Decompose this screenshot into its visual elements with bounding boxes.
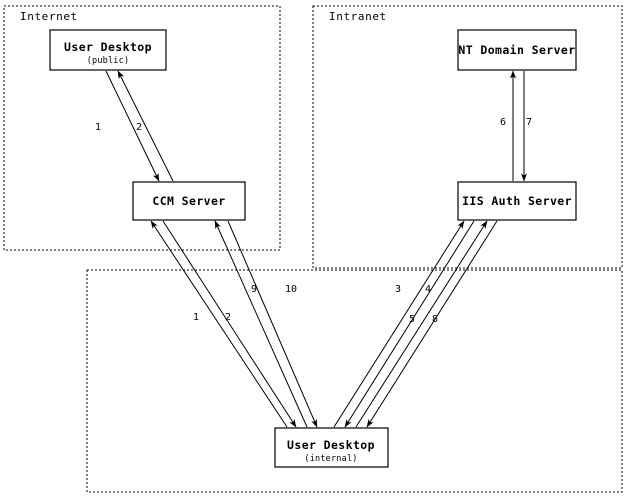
node-user-desktop-public-title: User Desktop [64,40,152,54]
node-user-desktop-internal-box[interactable] [274,427,389,468]
node-user-desktop-public-box[interactable] [49,29,167,71]
step-label-1-public: 1 [95,122,101,133]
step-label-9: 9 [251,284,257,295]
zone-internal-box [86,269,623,493]
flow-line-2-ccm-to-public [117,70,174,182]
zone-intranet-label: Intranet [329,10,387,23]
step-label-4: 4 [425,284,431,295]
flow-line-2-ccm-to-internal [162,220,297,428]
step-label-2-public: 2 [136,122,142,133]
node-user-desktop-internal[interactable]: User Desktop (internal) [274,427,389,468]
zone-internet-label: Internet [20,10,78,23]
flow-line-5-internal-to-iis [355,220,488,428]
node-user-desktop-internal-subtitle: (internal) [304,454,357,464]
zone-group: Internet Intranet [3,5,623,493]
step-label-5: 5 [409,314,415,325]
step-label-7: 7 [526,117,532,128]
node-nt-domain-server-title: NT Domain Server [458,43,575,57]
node-iis-auth-server[interactable]: IIS Auth Server [457,181,577,221]
step-label-8: 8 [432,314,438,325]
step-label-1-internal: 1 [193,312,199,323]
step-label-10: 10 [285,284,297,295]
node-user-desktop-public[interactable]: User Desktop (public) [49,29,167,71]
node-ccm-server[interactable]: CCM Server [132,181,246,221]
flow-lines-group [105,70,527,428]
step-labels-group: 1 2 1 2 3 4 5 6 7 8 9 10 [95,117,532,325]
flow-line-1-public-to-ccm [105,70,160,182]
step-label-6: 6 [500,117,506,128]
flow-line-10-ccm-to-internal [227,220,318,428]
node-nt-domain-server-box[interactable] [457,29,577,71]
flow-line-1-internal-to-ccm [150,220,288,428]
step-label-2-internal: 2 [225,312,231,323]
node-ccm-server-box[interactable] [132,181,246,221]
node-iis-auth-server-title: IIS Auth Server [462,194,572,208]
flow-line-4-iis-to-internal [344,220,475,428]
node-nt-domain-server[interactable]: NT Domain Server [457,29,577,71]
flow-line-8-iis-to-internal [366,220,498,428]
node-ccm-server-title: CCM Server [152,194,225,208]
step-label-3: 3 [395,284,401,295]
flow-line-3-internal-to-iis [333,220,465,428]
zone-internet-box [3,5,281,251]
node-iis-auth-server-box[interactable] [457,181,577,221]
node-user-desktop-public-subtitle: (public) [87,56,130,66]
node-user-desktop-internal-title: User Desktop [287,438,375,452]
node-group: User Desktop (public) CCM Server NT Doma… [49,29,577,468]
flow-line-9-internal-to-ccm [214,220,308,428]
